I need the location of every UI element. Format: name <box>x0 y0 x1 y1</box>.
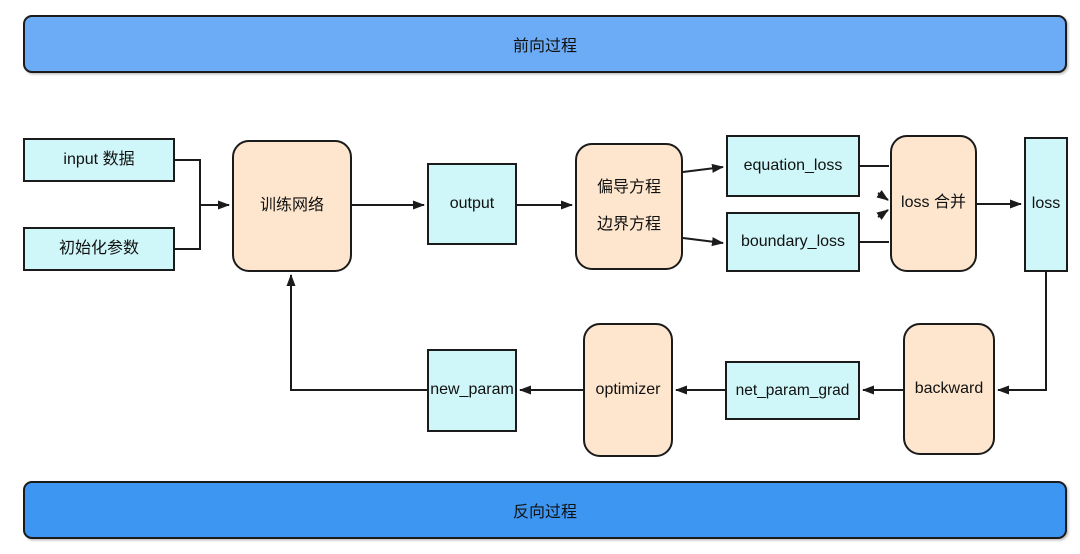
node-init-params-label: 初始化参数 <box>58 239 139 257</box>
node-boundary-loss: boundary_loss <box>726 212 860 272</box>
node-train-network-label: 训练网络 <box>259 196 324 214</box>
node-loss-merge: loss 合并 <box>890 135 977 272</box>
node-equations-line1: 偏导方程 <box>596 178 661 196</box>
backward-process-banner: 反向过程 <box>23 481 1067 539</box>
node-loss: loss <box>1024 137 1068 272</box>
forward-process-banner: 前向过程 <box>23 15 1067 73</box>
node-loss-label: loss <box>1031 195 1061 213</box>
forward-process-label: 前向过程 <box>512 38 577 55</box>
node-backward-label: backward <box>914 379 984 397</box>
backward-process-label: 反向过程 <box>512 504 577 521</box>
node-train-network: 训练网络 <box>232 140 352 272</box>
edge-equations-to-equation_loss <box>682 163 724 173</box>
node-equation-loss: equation_loss <box>726 135 860 197</box>
node-loss-merge-label: loss 合并 <box>901 194 966 212</box>
edge-equations-to-boundary_loss <box>682 237 724 247</box>
edge-input_data-to-merge-junction <box>175 159 201 250</box>
node-equations: 偏导方程 边界方程 <box>575 143 683 270</box>
node-optimizer: optimizer <box>583 323 673 457</box>
node-output-label: output <box>449 194 495 212</box>
edge-new_param-to-train_network <box>286 274 427 391</box>
node-net-param-grad-label: net_param_grad <box>735 381 850 399</box>
edge-equation_loss-to-loss_merge-entry <box>876 190 889 201</box>
node-backward: backward <box>903 323 995 455</box>
node-boundary-loss-label: boundary_loss <box>740 232 846 250</box>
node-equation-loss-label: equation_loss <box>743 156 843 174</box>
node-input-data: input 数据 <box>23 138 175 182</box>
node-init-params: 初始化参数 <box>23 227 175 271</box>
edge-boundary_loss-to-loss_merge-entry <box>876 209 889 220</box>
node-input-data-label: input 数据 <box>63 150 135 168</box>
node-new-param: new_param <box>427 349 517 432</box>
edge-loss-to-backward <box>997 272 1047 395</box>
node-output: output <box>427 163 517 245</box>
node-equations-line2: 边界方程 <box>596 216 661 233</box>
node-net-param-grad: net_param_grad <box>725 361 860 420</box>
node-new-param-label: new_param <box>430 381 514 399</box>
node-optimizer-label: optimizer <box>595 380 661 398</box>
